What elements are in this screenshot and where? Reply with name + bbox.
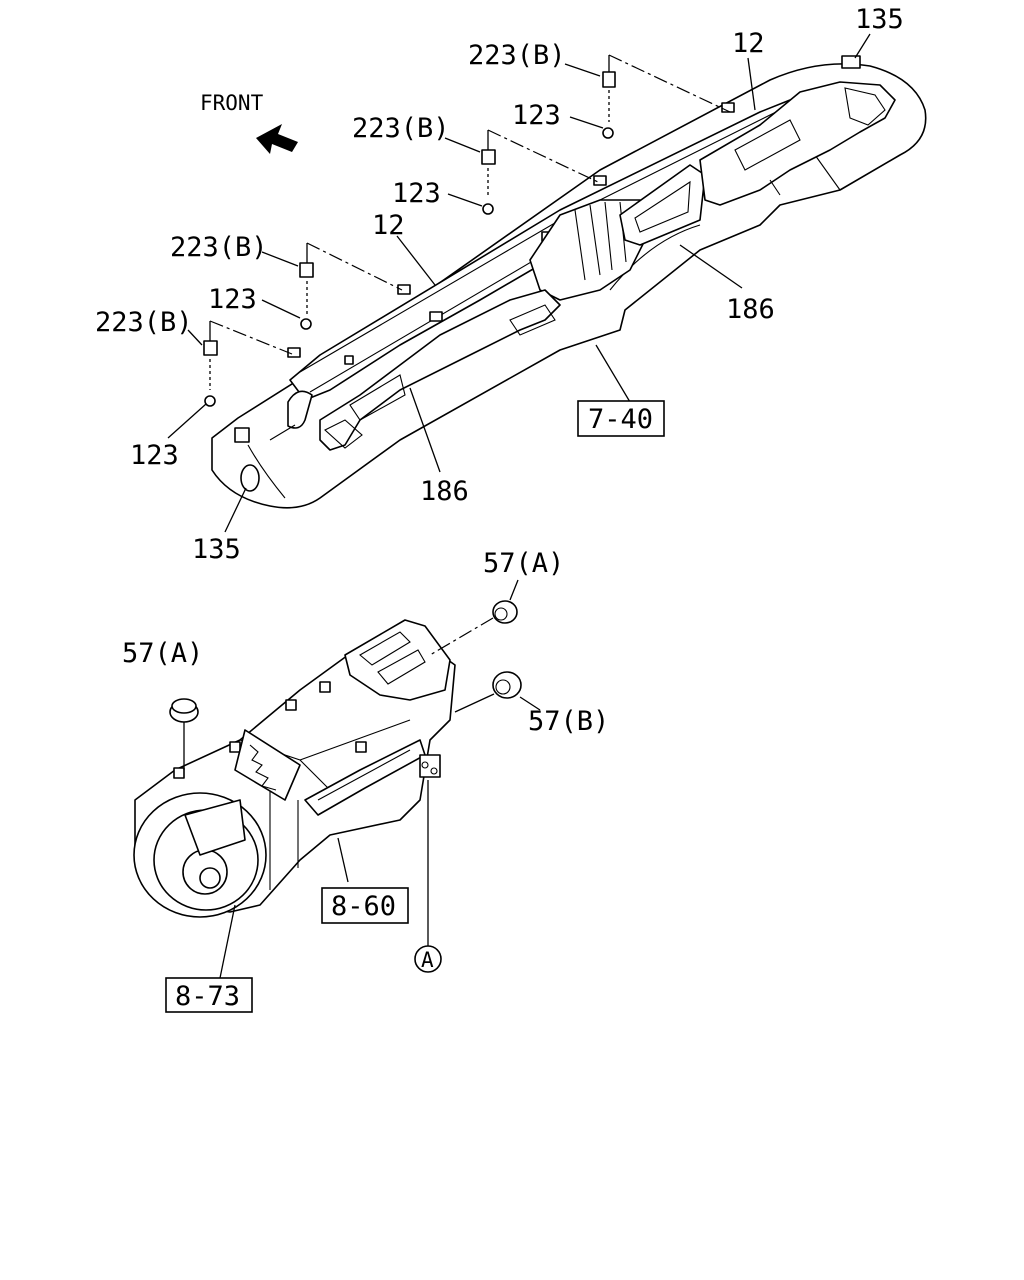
- front-indicator: FRONT: [200, 91, 298, 154]
- callout-123-4: 123: [130, 440, 179, 471]
- defroster-nozzle-right: [619, 164, 706, 246]
- center-vent-housing: [529, 199, 651, 301]
- callout-186-left: 186: [420, 476, 469, 507]
- reference-8-60-label: 8-60: [331, 891, 396, 922]
- lower-duct-channel: [304, 739, 441, 816]
- callout-223b-2: 223(B): [352, 113, 450, 144]
- callout-12-right: 12: [732, 28, 765, 59]
- fasteners-upper: [203, 54, 731, 407]
- callout-57b: 57(B): [528, 706, 609, 737]
- reference-8-73-label: 8-73: [175, 981, 240, 1012]
- callout-57a-right: 57(A): [483, 548, 564, 579]
- grommets: [169, 600, 522, 770]
- callout-labels-upper: 135 12 223(B) 123 223(B) 123 12 223(B) 1…: [95, 4, 904, 565]
- connector-marker-a-label: A: [421, 948, 434, 972]
- callout-135-top: 135: [855, 4, 904, 35]
- evaporator-fins: [234, 729, 301, 801]
- left-side-duct: [234, 289, 561, 492]
- leader-lines-upper: [167, 33, 871, 533]
- callout-123-1: 123: [512, 100, 561, 131]
- callout-223b-1: 223(B): [468, 40, 566, 71]
- callout-57a-left: 57(A): [122, 638, 203, 669]
- callout-123-3: 123: [208, 284, 257, 315]
- callout-12-left: 12: [372, 210, 405, 241]
- front-arrow-icon: [256, 124, 298, 154]
- right-side-duct: [699, 55, 896, 206]
- leader-lines-lower: [219, 579, 541, 979]
- callout-135-bottom: 135: [192, 534, 241, 565]
- blower-motor-wheel: [133, 792, 267, 918]
- callout-186-right: 186: [726, 294, 775, 325]
- intake-top-housing: [344, 619, 451, 701]
- reference-7-40: 7-40: [577, 400, 665, 437]
- reference-8-60: 8-60: [321, 887, 409, 924]
- connector-marker-a: A: [414, 945, 442, 973]
- callout-223b-3: 223(B): [170, 232, 268, 263]
- callout-labels-lower: 57(A) 57(A) 57(B): [122, 548, 609, 737]
- front-label: FRONT: [200, 91, 264, 115]
- reference-8-73: 8-73: [165, 977, 253, 1013]
- callout-223b-4: 223(B): [95, 307, 193, 338]
- reference-7-40-label: 7-40: [588, 404, 653, 435]
- callout-123-2: 123: [392, 178, 441, 209]
